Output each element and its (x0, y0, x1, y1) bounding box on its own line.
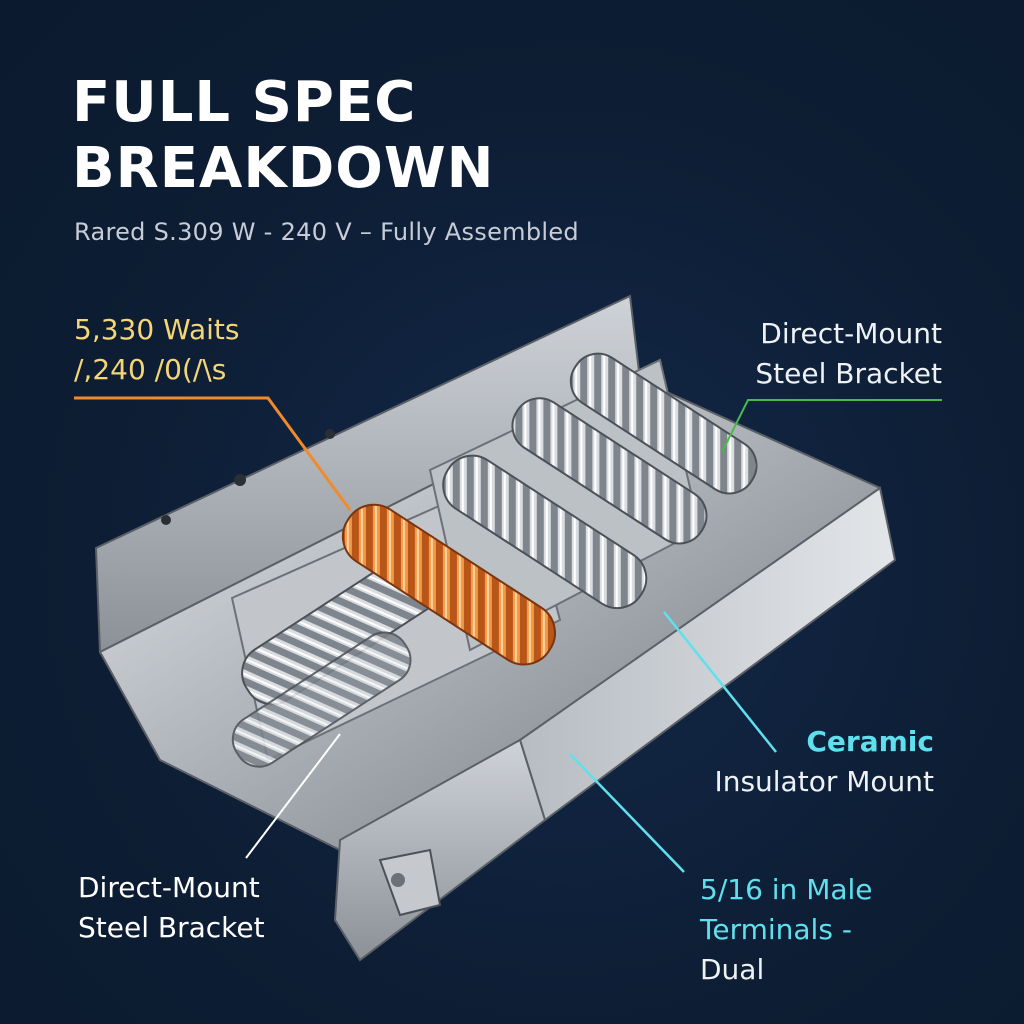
coil-back-1 (511, 397, 708, 545)
callout-bracket-bottom-line1: Direct-Mount (78, 871, 260, 904)
callout-bracket-top-line1: Direct-Mount (760, 317, 942, 350)
leader-rating (74, 396, 352, 511)
coil-hot (341, 503, 556, 666)
callout-bracket-top: Direct-Mount Steel Bracket (755, 314, 942, 394)
title-line-2: BREAKDOWN (72, 136, 495, 201)
callout-ceramic: Ceramic Insulator Mount (714, 722, 934, 802)
title-line-1: FULL SPEC (72, 70, 417, 135)
callout-terminals-line2-b: Dual (700, 953, 765, 986)
callout-rating-line1: 5,330 Waits (74, 313, 240, 346)
coil-back-2 (569, 352, 758, 495)
callout-terminals-line2-a: Terminals - (700, 913, 852, 946)
callout-bracket-bottom: Direct-Mount Steel Bracket (78, 868, 265, 948)
page-title: FULL SPEC BREAKDOWN (72, 70, 495, 202)
leader-ceramic (663, 611, 777, 753)
callout-terminals-line2: Terminals - Dual (700, 910, 873, 990)
leader-bracket-top (721, 399, 942, 453)
callout-rating-line2: /,240 /0(/\s (74, 353, 227, 386)
coil-front-left-lower (231, 631, 412, 768)
heating-coils (231, 352, 758, 768)
callout-bracket-top-line2: Steel Bracket (755, 357, 942, 390)
leader-terminals (569, 753, 685, 873)
callout-ceramic-line1: Ceramic (806, 725, 934, 758)
callout-terminals-line1: 5/16 in Male (700, 873, 873, 906)
male-terminal (378, 848, 442, 917)
callout-terminals: 5/16 in Male Terminals - Dual (700, 870, 873, 990)
callout-rating: 5,330 Waits /,240 /0(/\s (74, 310, 239, 390)
callout-ceramic-line2: Insulator Mount (714, 765, 934, 798)
coil-middle (442, 454, 648, 610)
leader-bracket-bottom (245, 733, 341, 859)
page-subtitle: Rared S.309 W - 240 V – Fully Assembled (74, 218, 579, 246)
callout-bracket-bottom-line2: Steel Bracket (78, 911, 265, 944)
bracket-front-flange (333, 486, 897, 962)
